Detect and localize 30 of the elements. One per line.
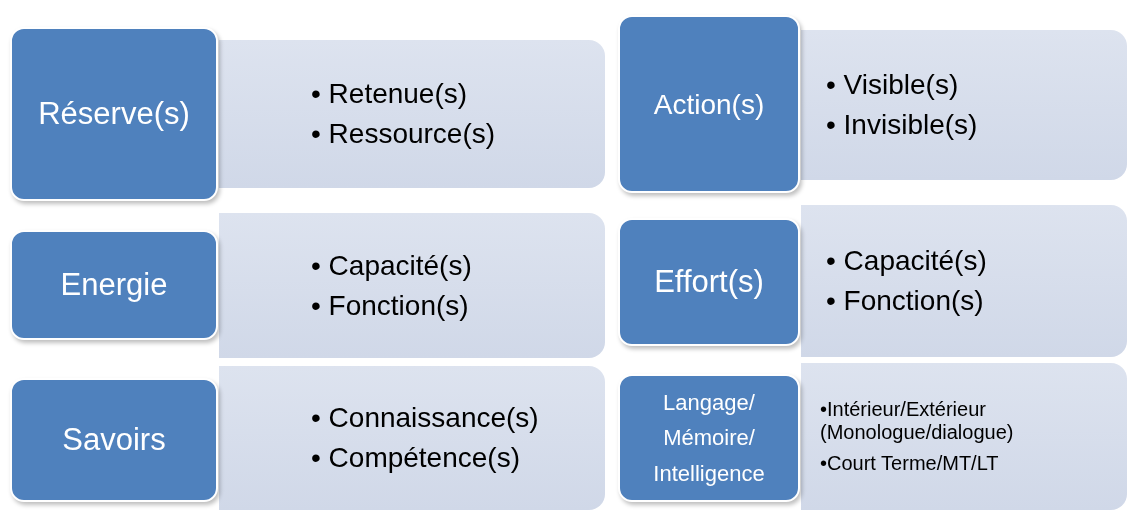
category-label: Energie (60, 265, 168, 304)
list-item: • Visible(s) (826, 69, 960, 101)
list-item: • Retenue(s) (311, 78, 469, 110)
category-box (10, 378, 218, 502)
list-panel (801, 205, 1127, 357)
list-item: • Invisible(s) (826, 109, 978, 141)
category-label: Réserve(s) (38, 94, 190, 133)
list-item: • Ressource(s) (311, 118, 496, 150)
category-box (10, 27, 218, 201)
list-panel (801, 363, 1127, 510)
category-label: Effort(s) (654, 262, 764, 301)
list-item: • Fonction(s) (826, 285, 985, 317)
category-label: Langage/ Mémoire/ Intelligence (652, 389, 766, 488)
category-label: Savoirs (62, 420, 166, 459)
list-panel (219, 213, 605, 358)
list-item: •Intérieur/Extérieur (Monologue/dialogue) (820, 398, 1015, 444)
category-box (618, 374, 800, 502)
list-item: • Compétence(s) (311, 442, 521, 474)
category-box (618, 15, 800, 193)
list-item: • Fonction(s) (311, 289, 470, 322)
list-item: •Court Terme/MT/LT (820, 452, 1000, 475)
list-item: • Capacité(s) (311, 249, 472, 282)
list-panel (219, 366, 605, 510)
list-item: • Connaissance(s) (311, 402, 539, 434)
category-label: Action(s) (653, 87, 765, 122)
list-panel (801, 30, 1127, 180)
list-item: • Capacité(s) (826, 245, 987, 277)
category-box (618, 218, 800, 346)
list-panel (219, 40, 605, 188)
category-box (10, 230, 218, 340)
